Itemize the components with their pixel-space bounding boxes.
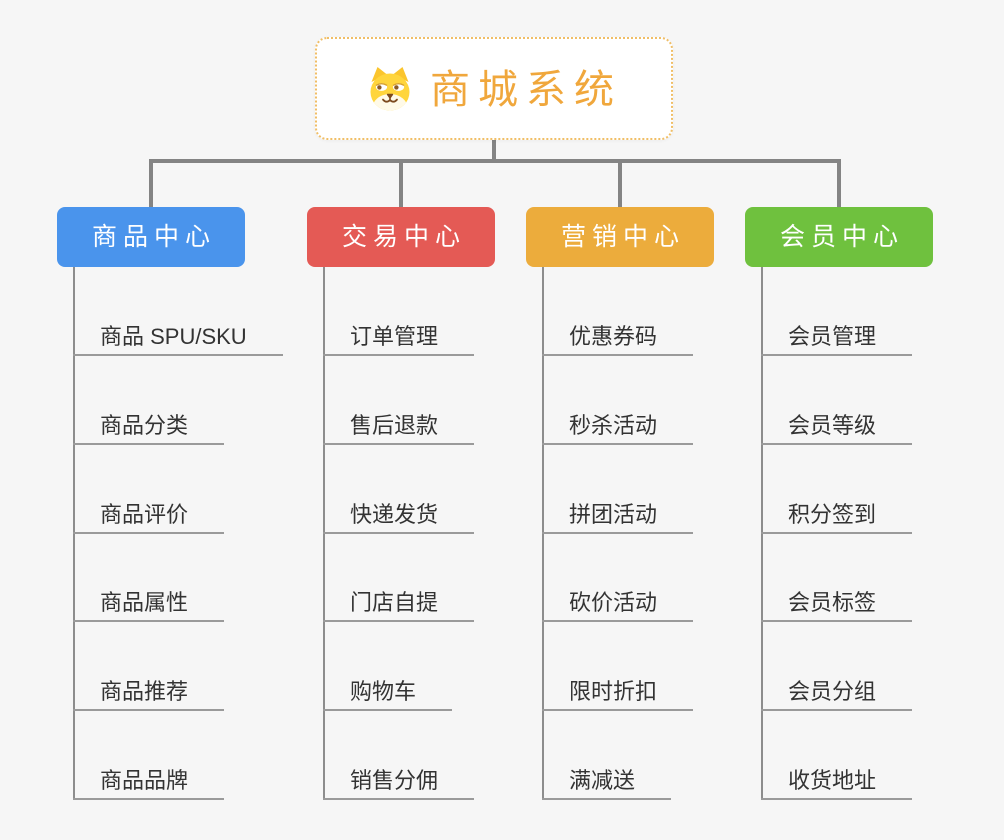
topic-item[interactable]: 砍价活动 [542,584,694,622]
topic-item[interactable]: 商品 SPU/SKU [73,318,283,356]
dog-face-icon [370,66,410,110]
topic-item[interactable]: 收货地址 [761,762,913,800]
branch-label: 营销中心 [560,222,685,251]
connector-drop [149,159,153,208]
topic-item[interactable]: 购物车 [323,673,453,711]
branch-node-4[interactable]: 会员中心 [745,207,933,267]
connector-root-stub [492,138,496,163]
branch-node-2[interactable]: 交易中心 [307,207,495,267]
topic-item[interactable]: 商品品牌 [73,762,225,800]
connector-drop [618,159,622,208]
topic-item[interactable]: 订单管理 [323,318,475,356]
branch-label: 会员中心 [779,222,904,251]
branch-node-1[interactable]: 商品中心 [57,207,245,267]
topic-item[interactable]: 秒杀活动 [542,407,694,445]
topic-item[interactable]: 限时折扣 [542,673,694,711]
branch-label: 商品中心 [91,222,216,251]
topic-item[interactable]: 优惠券码 [542,318,694,356]
root-title: 商城系统 [430,67,622,112]
topic-item[interactable]: 门店自提 [323,584,475,622]
topic-item[interactable]: 商品评价 [73,496,225,534]
topic-item[interactable]: 售后退款 [323,407,475,445]
branch-label: 交易中心 [341,222,466,251]
topic-item[interactable]: 会员管理 [761,318,913,356]
topic-item[interactable]: 会员标签 [761,584,913,622]
topic-item[interactable]: 商品属性 [73,584,225,622]
topic-item[interactable]: 商品推荐 [73,673,225,711]
topic-item[interactable]: 会员分组 [761,673,913,711]
topic-item[interactable]: 商品分类 [73,407,225,445]
topic-item[interactable]: 满减送 [542,762,672,800]
topic-item[interactable]: 积分签到 [761,496,913,534]
connector-drop [837,159,841,208]
topic-item[interactable]: 销售分佣 [323,762,475,800]
branch-node-3[interactable]: 营销中心 [526,207,714,267]
topic-item[interactable]: 快递发货 [323,496,475,534]
connector-drop [399,159,403,208]
connector-bus [149,159,841,163]
topic-item[interactable]: 拼团活动 [542,496,694,534]
topic-item[interactable]: 会员等级 [761,407,913,445]
root-node[interactable]: 商城系统 [315,37,673,140]
